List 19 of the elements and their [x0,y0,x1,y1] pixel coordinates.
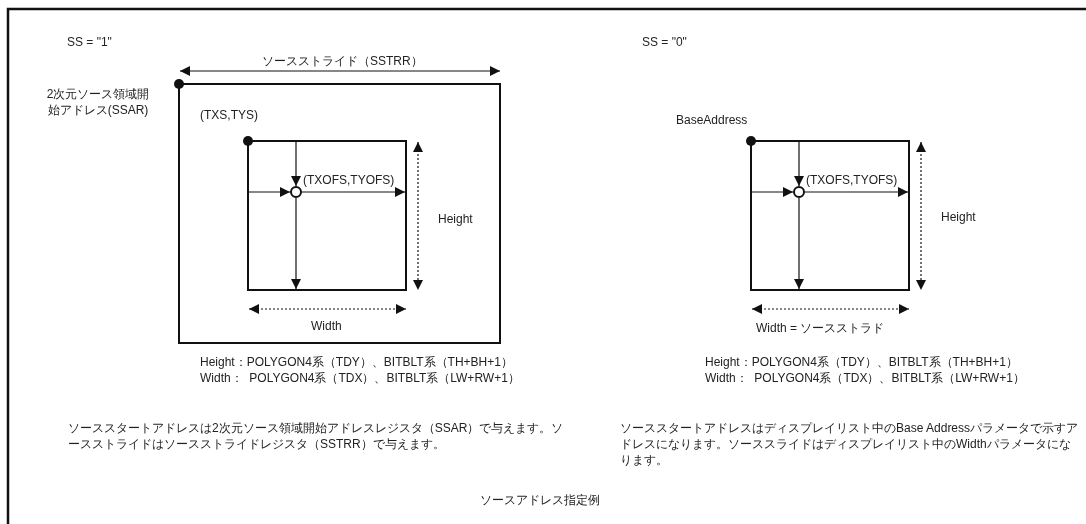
dimension-label: Height [438,211,473,227]
formula-note: Height：POLYGON4系（TDY）、BITBLT系（TH+BH+1） [705,354,1018,370]
ss-label: SS = "0" [642,34,687,50]
figure-caption: ソースアドレス指定例 [480,492,600,508]
description-text: ソーススタートアドレスは2次元ソース領域開始アドレスレジスタ（SSAR）で与えます。ソースストライドはソースストライドレジスタ（SSTRR）で与えます。 [68,420,565,452]
formula-note: Height：POLYGON4系（TDY）、BITBLT系（TH+BH+1） [200,354,513,370]
address-label: 2次元ソース領域開始アドレス(SSAR) [46,86,150,118]
formula-note: Width： POLYGON4系（TDX）、BITBLT系（LW+RW+1） [705,370,1025,386]
dimension-label: Width [311,318,342,334]
coordinate-label: (TXOFS,TYOFS) [303,172,395,188]
formula-note: Width： POLYGON4系（TDX）、BITBLT系（LW+RW+1） [200,370,520,386]
dimension-label: Width = ソースストラド [756,320,885,336]
ss-label: SS = "1" [67,34,112,50]
dimension-label: ソースストライド（SSTRR） [262,53,423,69]
coordinate-label: (TXS,TYS) [200,107,258,123]
dimension-label: Height [941,209,976,225]
address-label: BaseAddress [676,112,748,128]
coordinate-label: (TXOFS,TYOFS) [806,172,898,188]
description-text: ソーススタートアドレスはディスプレイリスト中のBase Addressパラメータで示すアドレスになります。ソーススライドはディスプレイリスト中のWidthパラメータになります。 [620,420,1080,468]
